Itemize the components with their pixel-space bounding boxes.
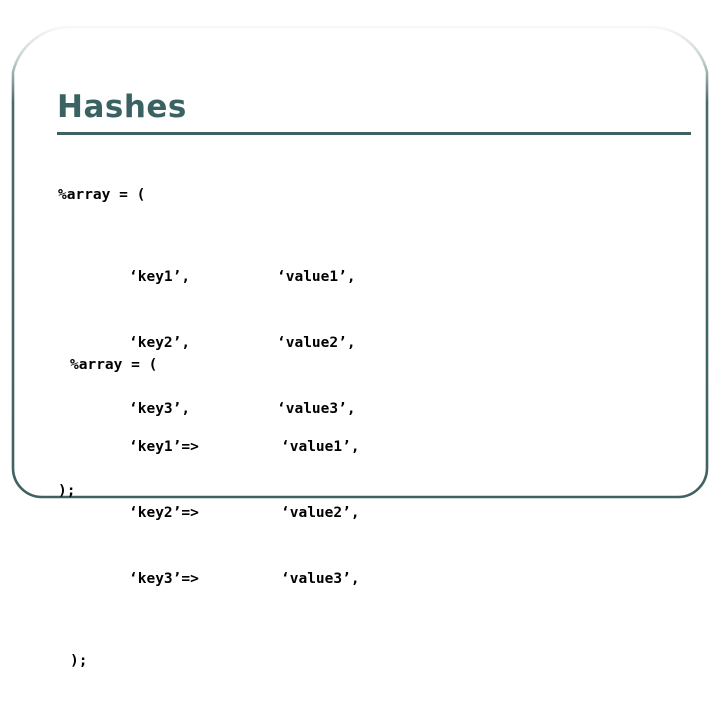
code-block-hash-fatcomma: %array = ( ‘key1’=> ‘value1’, ‘key2’=> ‘… (0, 316, 720, 710)
hash-value: ‘value3’, (281, 571, 360, 587)
page-title: Hashes (57, 89, 187, 125)
hash-value: ‘value2’, (281, 505, 360, 521)
title-divider (57, 132, 691, 135)
hash-key: ‘key2’, (129, 335, 191, 351)
hash-key: ‘key1’=> (129, 439, 199, 455)
code-line-open: %array = ( (58, 187, 146, 203)
slide: Hashes %array = ( ‘key1’, ‘value1’, ‘key… (0, 25, 720, 669)
code-pair-row: ‘key2’=> ‘value2’, (0, 496, 720, 530)
hash-key: ‘key1’, (129, 269, 191, 285)
code-pair-row: ‘key3’=> ‘value3’, (0, 562, 720, 596)
code-line-close: ); (70, 653, 88, 669)
hash-key: ‘key2’=> (129, 505, 199, 521)
code-pair-row: ‘key1’, ‘value1’, (0, 260, 720, 294)
code-line-open: %array = ( (70, 357, 158, 373)
code-pair-row: ‘key1’=> ‘value1’, (0, 430, 720, 464)
hash-key: ‘key3’, (129, 401, 191, 417)
hash-key: ‘key3’=> (129, 571, 199, 587)
hash-value: ‘value3’, (277, 401, 356, 417)
code-pair-row: ‘key3’, ‘value3’, (0, 392, 720, 426)
hash-value: ‘value1’, (281, 439, 360, 455)
hash-value: ‘value1’, (277, 269, 356, 285)
code-line-close: ); (58, 483, 76, 499)
hash-value: ‘value2’, (277, 335, 356, 351)
code-pair-row: ‘key2’, ‘value2’, (0, 326, 720, 360)
code-block-hash-comma: %array = ( ‘key1’, ‘value1’, ‘key2’, ‘va… (0, 146, 720, 540)
